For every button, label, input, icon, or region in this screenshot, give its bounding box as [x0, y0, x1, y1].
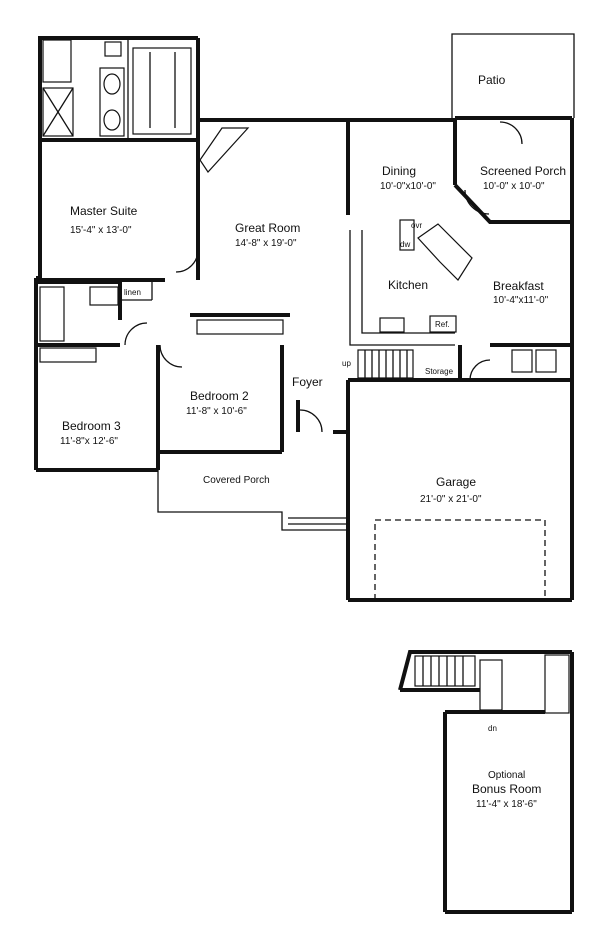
covered-porch-outline: [157, 470, 348, 531]
bonus-floor-walls: [398, 650, 574, 914]
main-stairs: [357, 349, 414, 379]
garage-label: Garage: [436, 475, 476, 489]
bedroom2-dims: 11'-8" x 10'-6": [186, 406, 247, 417]
garage-dims: 21'-0" x 21'-0": [420, 494, 482, 505]
dryer: [535, 349, 557, 373]
bonus-optional-label: Optional: [488, 770, 525, 781]
bathtub-master: [42, 39, 72, 83]
walk-in-closet: [132, 47, 192, 135]
storage-label: Storage: [425, 367, 454, 376]
patio-label: Patio: [478, 73, 506, 87]
kitchen-label: Kitchen: [388, 278, 428, 292]
stairs-up-label: up: [342, 359, 351, 368]
bedroom2-closet: [196, 319, 284, 335]
linen-label: linen: [124, 288, 141, 297]
bonus-room-label: Bonus Room: [472, 782, 541, 796]
bedroom3-label: Bedroom 3: [62, 419, 121, 433]
toilet-master: [104, 41, 122, 57]
breakfast-dims: 10'-4"x11'-0": [493, 295, 549, 306]
stairs-down-label: dn: [488, 724, 497, 733]
bonus-closet: [544, 654, 570, 714]
bedroom3-dims: 11'-8"x 12'-6": [60, 436, 118, 447]
great-room-dims: 14'-8" x 19'-0": [235, 238, 297, 249]
master-suite-dims: 15'-4" x 13'-0": [70, 225, 132, 236]
interior-details: [39, 38, 557, 531]
dining-dims: 10'-0"x10'-0": [380, 181, 436, 192]
screened-porch-dims: 10'-0" x 10'-0": [483, 181, 545, 192]
bonus-stairs-lower: [479, 659, 503, 711]
sink-hall: [89, 286, 119, 306]
great-room-label: Great Room: [235, 221, 300, 235]
kitchen-island: [417, 223, 473, 281]
bedroom3-closet: [39, 347, 97, 363]
foyer-label: Foyer: [292, 375, 323, 389]
bathtub-hall: [39, 286, 65, 342]
fireplace: [199, 127, 250, 173]
covered-porch-label: Covered Porch: [203, 475, 270, 486]
refrigerator: [429, 315, 457, 333]
refrigerator-label: Ref.: [435, 320, 450, 329]
dishwasher-label: dw: [400, 240, 410, 249]
dishwasher: [399, 219, 415, 251]
breakfast-label: Breakfast: [493, 279, 544, 293]
bonus-stairs-upper: [414, 655, 476, 687]
bonus-room-dims: 11'-4" x 18'-6": [476, 799, 537, 810]
bedroom2-label: Bedroom 2: [190, 389, 249, 403]
dining-label: Dining: [382, 164, 416, 178]
range: [379, 317, 405, 333]
washer: [511, 349, 533, 373]
oven-label: ovr: [411, 221, 422, 230]
screened-porch-label: Screened Porch: [480, 164, 566, 178]
master-suite-label: Master Suite: [70, 204, 138, 218]
